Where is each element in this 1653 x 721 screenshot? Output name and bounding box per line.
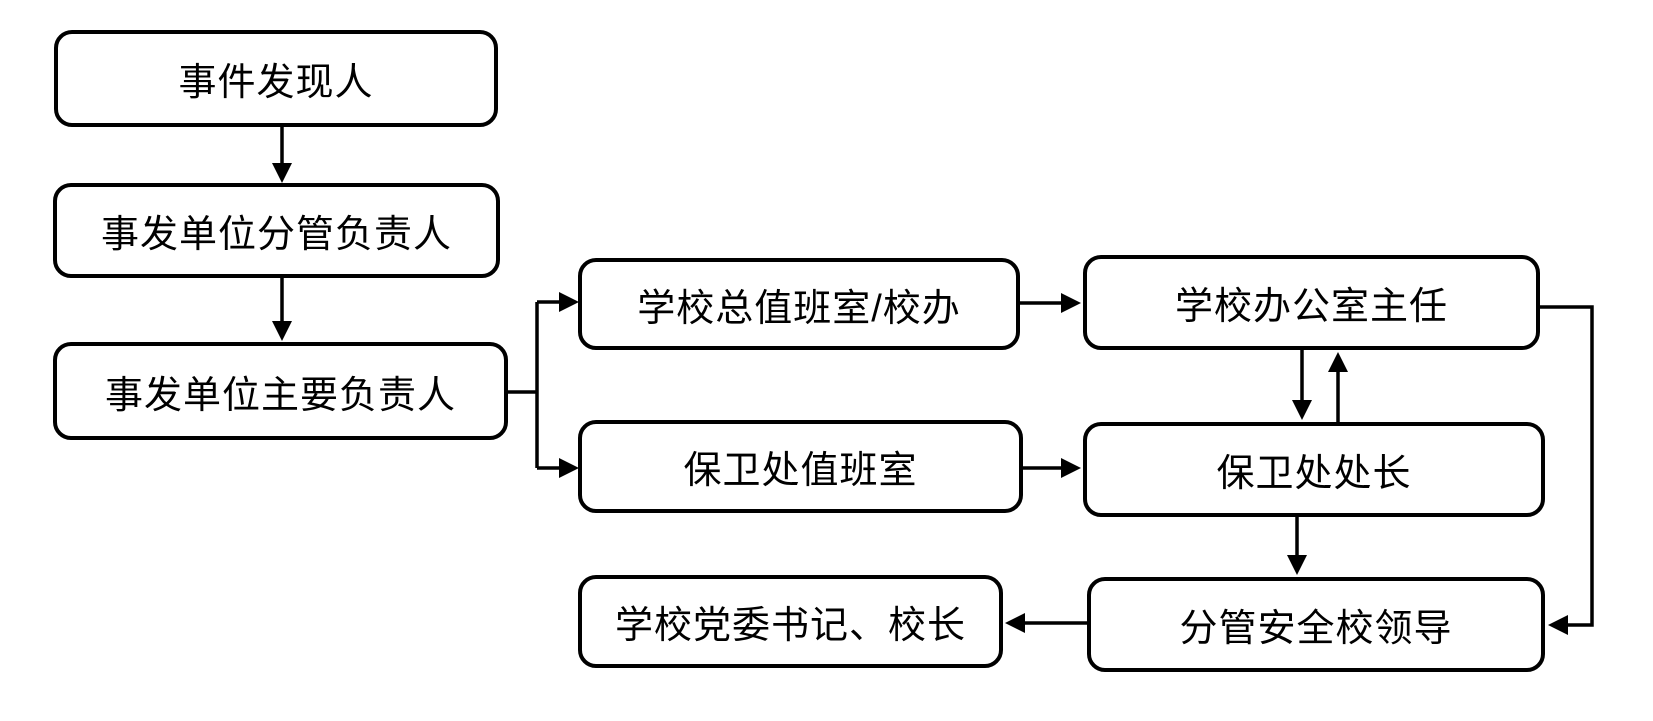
node-unit-main-head: 事发单位主要负责人 [53, 342, 508, 440]
arrow-office-director-to-security-chief [1292, 350, 1312, 420]
node-unit-deputy-head: 事发单位分管负责人 [53, 183, 500, 278]
arrow-safety-leader-to-secretary-principal [1005, 613, 1087, 633]
node-security-chief-label: 保卫处处长 [1216, 453, 1412, 495]
node-unit-deputy-head-label: 事发单位分管负责人 [100, 214, 452, 256]
node-office-director: 学校办公室主任 [1083, 255, 1540, 350]
arrow-duty-office-to-office-director [1020, 293, 1081, 313]
node-school-duty-office-label: 学校总值班室/校办 [637, 287, 961, 330]
node-security-chief: 保卫处处长 [1083, 422, 1545, 517]
arrow-unit-deputy-to-unit-head [272, 278, 292, 341]
node-safety-leader: 分管安全校领导 [1087, 577, 1545, 672]
arrow-unit-head-branch [508, 292, 579, 478]
arrow-security-chief-to-office-director [1328, 352, 1348, 422]
arrow-discoverer-to-unit-deputy [272, 127, 292, 183]
arrow-security-duty-to-security-chief [1023, 458, 1081, 478]
node-school-duty-office: 学校总值班室/校办 [578, 258, 1020, 350]
node-unit-main-head-label: 事发单位主要负责人 [104, 374, 456, 417]
arrow-security-chief-to-safety-leader [1287, 517, 1307, 575]
node-secretary-principal: 学校党委书记、校长 [578, 575, 1003, 668]
node-secretary-principal-label: 学校党委书记、校长 [614, 605, 966, 647]
node-office-director-label: 学校办公室主任 [1174, 286, 1448, 328]
node-incident-discoverer: 事件发现人 [54, 30, 498, 127]
node-security-duty-room-label: 保卫处值班室 [683, 450, 918, 492]
arrow-office-director-to-safety-leader [1540, 305, 1594, 635]
node-incident-discoverer-label: 事件发现人 [178, 62, 374, 104]
node-safety-leader-label: 分管安全校领导 [1179, 608, 1453, 650]
node-security-duty-room: 保卫处值班室 [578, 420, 1023, 513]
